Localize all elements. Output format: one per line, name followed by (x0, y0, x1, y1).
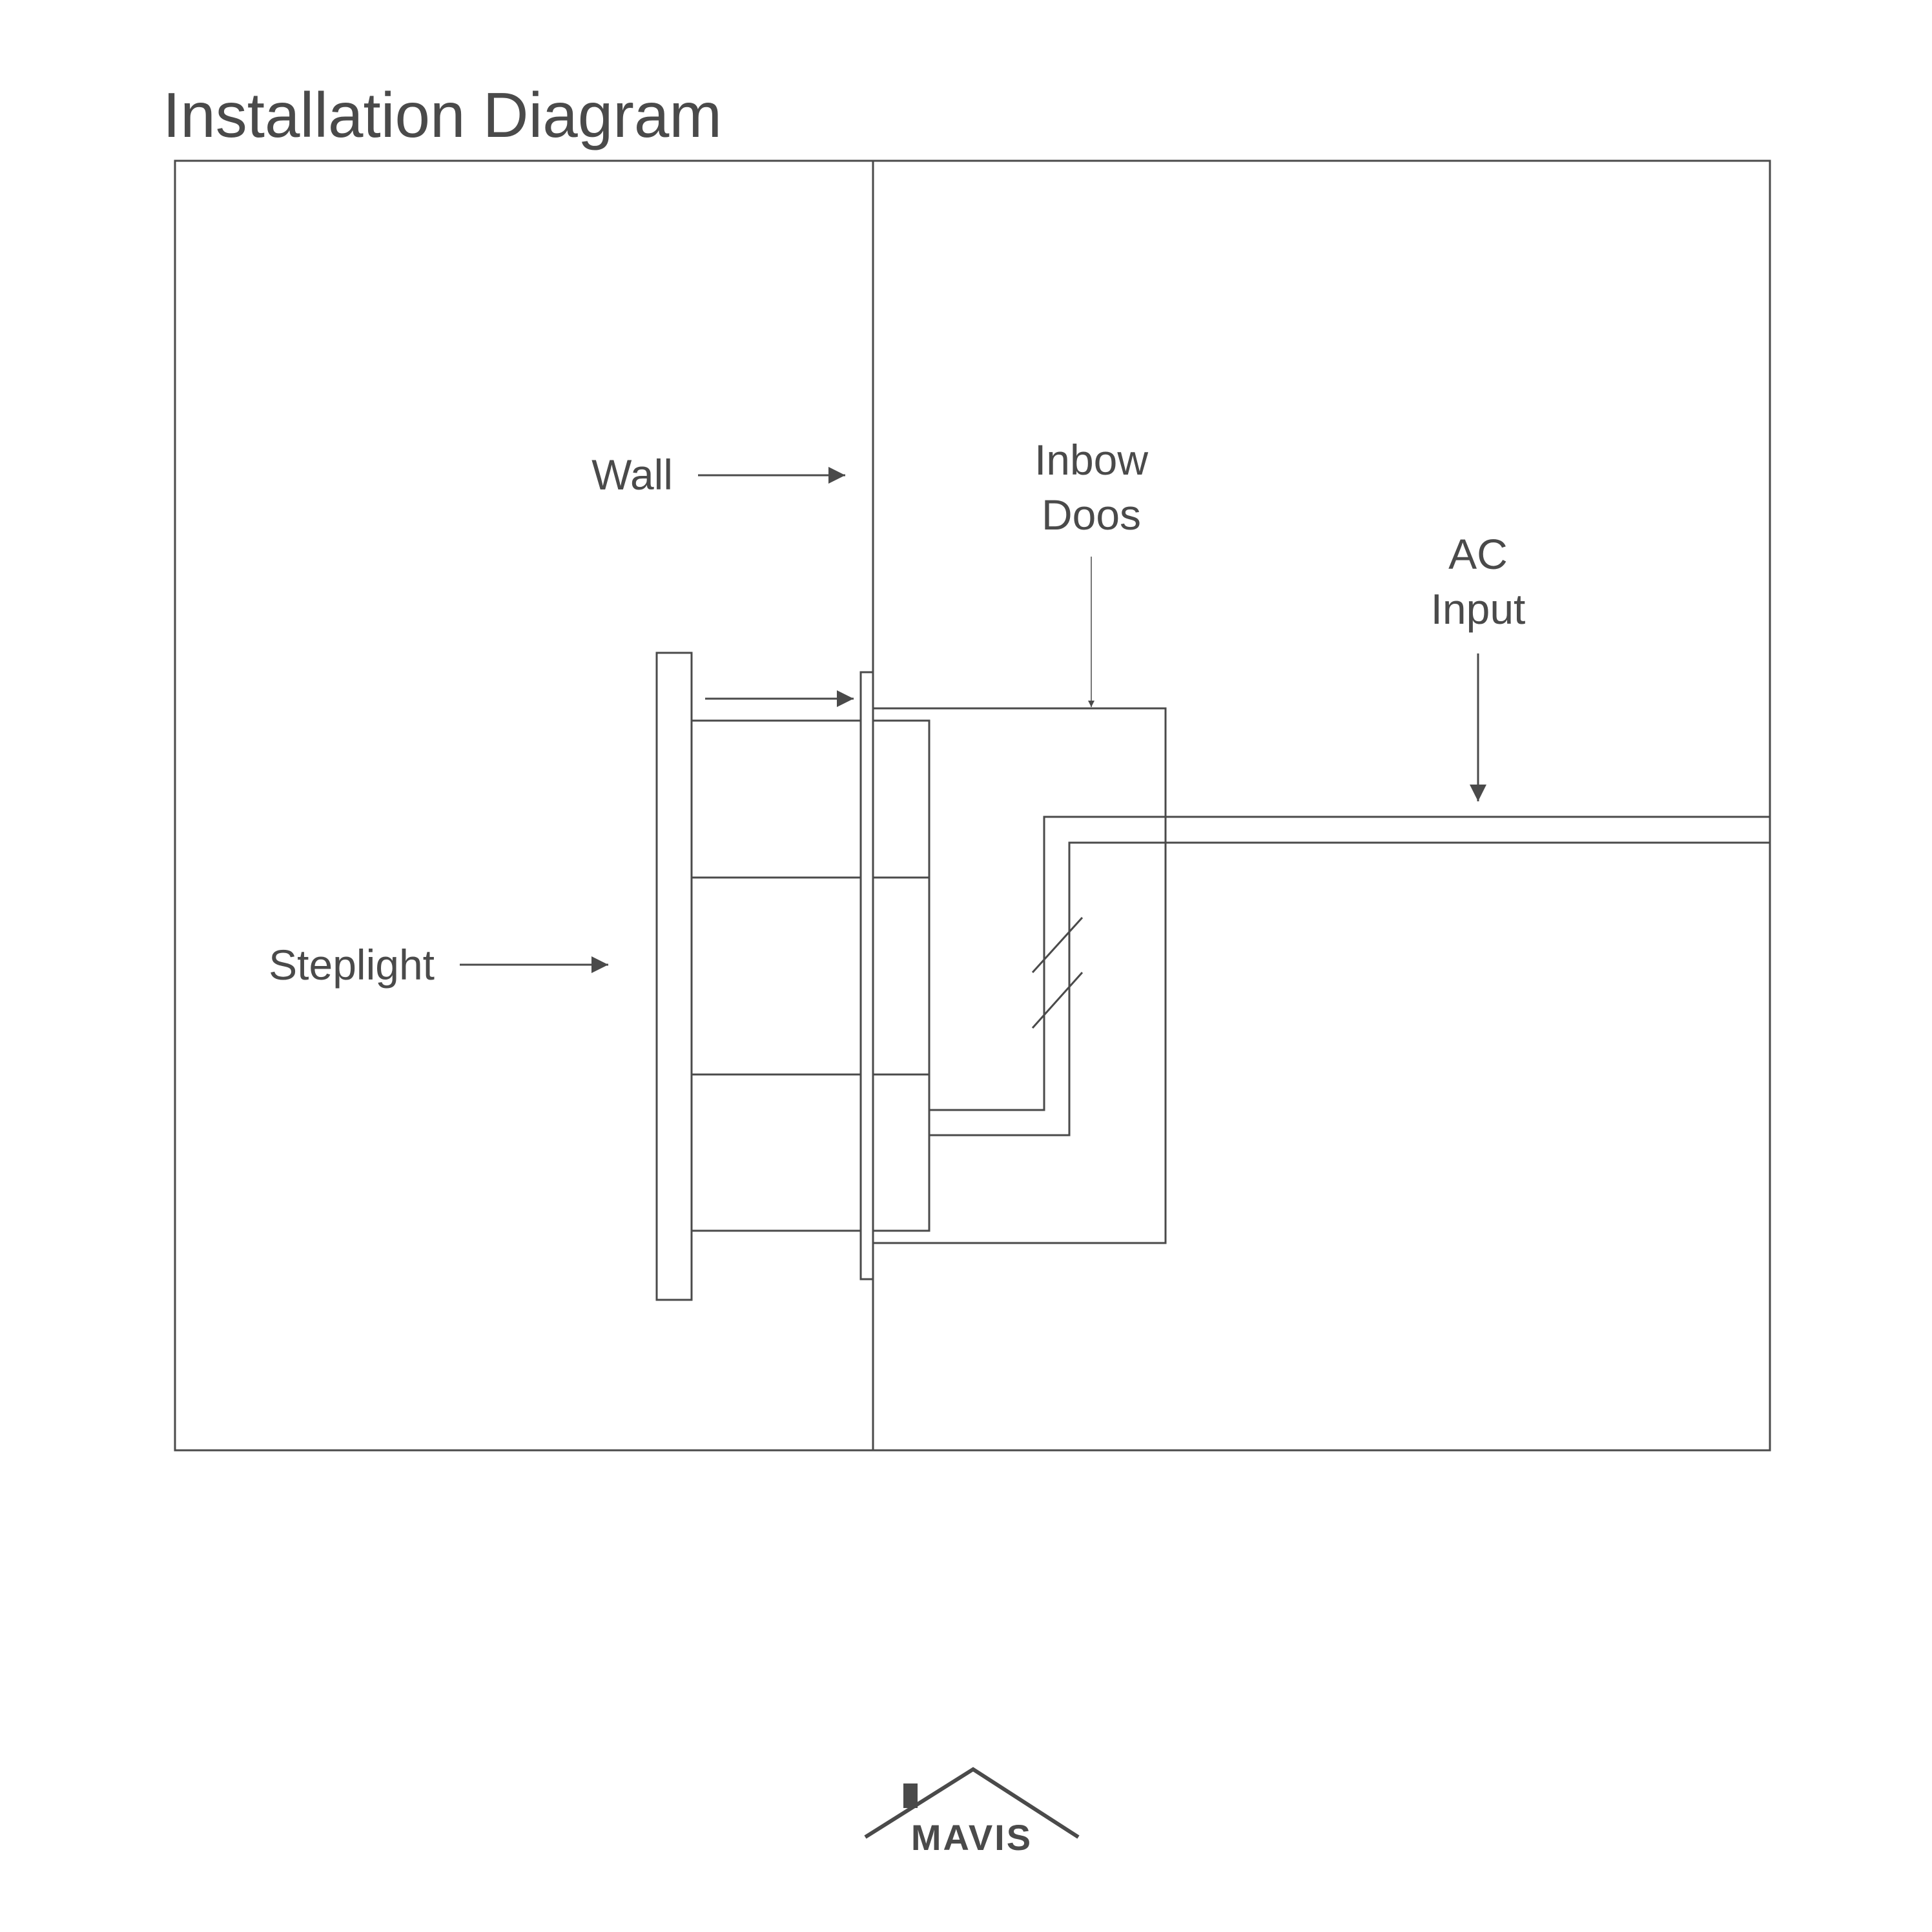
house-roof-icon (864, 1767, 1080, 1839)
ac-input-label-line1: AC (1448, 530, 1508, 578)
mavis-logo: MAVIS (864, 1767, 1080, 1858)
ac-cable-inner (929, 841, 1770, 1136)
ac-cable-outer (929, 816, 1770, 1111)
house-chimney-icon (903, 1783, 918, 1808)
steplight-label: Steplight (269, 941, 435, 989)
mounting-plate (859, 671, 874, 1280)
steplight-body (690, 719, 930, 1232)
break-mark (1031, 971, 1084, 1029)
diagram-drawing (174, 159, 1771, 1452)
break-mark (1031, 916, 1084, 974)
wall-label: Wall (591, 451, 673, 498)
diagram-frame (174, 159, 1771, 1452)
inbow-label-line1: Inbow (1034, 436, 1148, 484)
inbow-label-line2: Doos (1042, 491, 1141, 539)
steplight-faceplate (655, 652, 693, 1301)
ac-input-label-line2: Input (1431, 585, 1526, 633)
page-title: Installation Diagram (163, 79, 722, 150)
inbow-box (872, 707, 1167, 1244)
logo-wordmark: MAVIS (911, 1817, 1033, 1858)
